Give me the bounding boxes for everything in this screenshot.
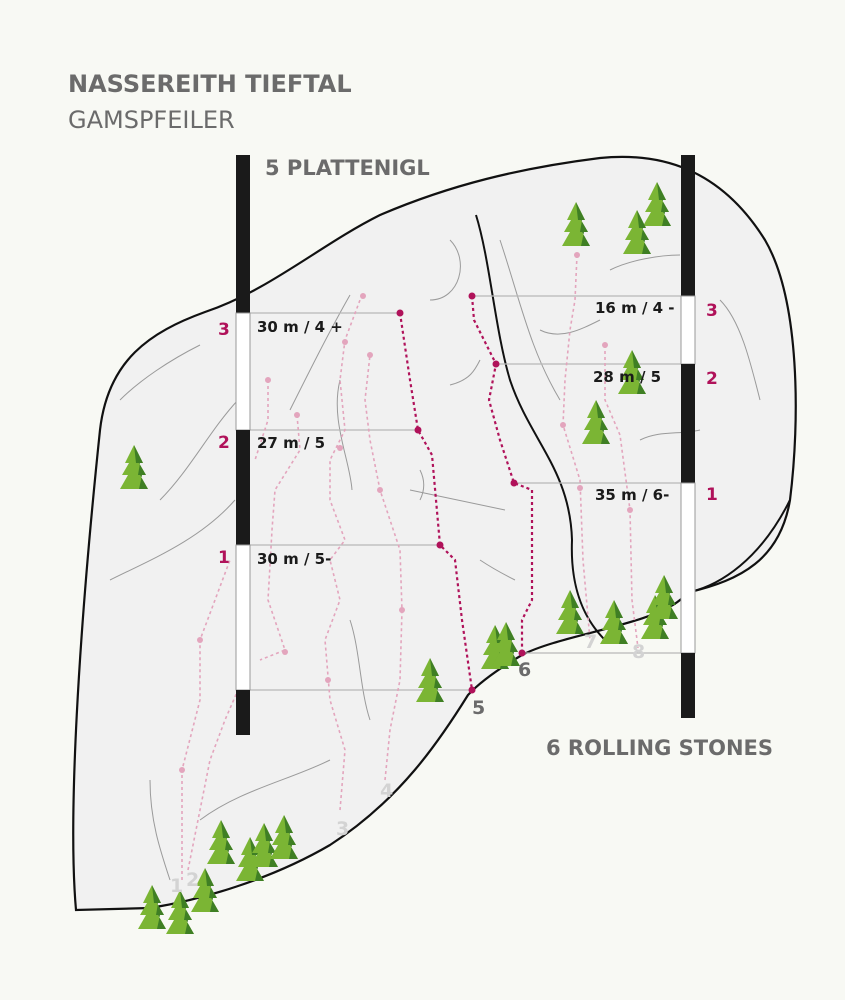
pitch-number: 1 bbox=[218, 548, 230, 568]
right-pitch-scale bbox=[680, 155, 696, 718]
pitch-label: 16 m / 4 - bbox=[595, 299, 675, 317]
route-number[interactable]: 6 bbox=[518, 659, 531, 681]
faded-anchors bbox=[179, 252, 633, 773]
right-buttress-fill bbox=[689, 499, 791, 593]
pitch-label: 30 m / 4 + bbox=[257, 318, 343, 336]
crag-title: NASSEREITH TIEFTAL bbox=[68, 70, 352, 98]
route-5-line[interactable] bbox=[396, 309, 476, 694]
route-number[interactable]: 4 bbox=[380, 780, 393, 802]
pitch-label: 28 m / 5 bbox=[593, 368, 661, 386]
route-number[interactable]: 1 bbox=[170, 875, 183, 897]
route-number[interactable]: 5 bbox=[472, 697, 485, 719]
pitch-number: 2 bbox=[218, 433, 230, 453]
pitch-label: 27 m / 5 bbox=[257, 434, 325, 452]
left-pitch-scale bbox=[235, 155, 251, 735]
route-number[interactable]: 7 bbox=[584, 631, 597, 653]
route-number[interactable]: 2 bbox=[186, 869, 199, 891]
pitch-number: 3 bbox=[706, 301, 718, 321]
crag-subtitle: GAMSPFEILER bbox=[68, 106, 235, 134]
sector-name-plattenigl: 5 PLATTENIGL bbox=[265, 156, 430, 180]
route-6-line[interactable] bbox=[468, 292, 534, 657]
route-number[interactable]: 8 bbox=[632, 641, 645, 663]
right-buttress-divider bbox=[475, 214, 606, 641]
pitch-label: 30 m / 5- bbox=[257, 550, 331, 568]
pitch-number: 2 bbox=[706, 369, 718, 389]
pitch-number: 3 bbox=[218, 320, 230, 340]
faded-routes bbox=[179, 252, 639, 880]
pitch-label: 35 m / 6- bbox=[595, 486, 669, 504]
route-number[interactable]: 3 bbox=[336, 818, 349, 840]
sector-name-rolling-stones: 6 ROLLING STONES bbox=[546, 736, 773, 760]
rock-texture bbox=[109, 239, 761, 881]
pitch-number: 1 bbox=[706, 485, 718, 505]
rock-outline bbox=[72, 155, 797, 912]
